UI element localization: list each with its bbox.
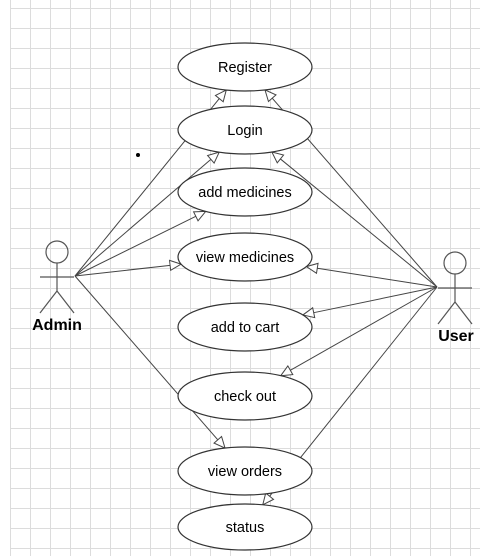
use-case-label: view medicines <box>196 250 294 266</box>
actor-head <box>45 240 69 264</box>
actor-head <box>443 251 467 275</box>
use-case-view-medicines: view medicines <box>177 232 313 282</box>
association-admin-view-orders <box>74 275 226 450</box>
use-case-label: Login <box>227 123 262 139</box>
actor-leg-right <box>454 301 473 325</box>
use-case-ellipse <box>177 105 313 155</box>
association-user-view-medicines <box>305 262 438 288</box>
use-case-register: Register <box>177 42 313 92</box>
association-user-check-out <box>279 286 438 377</box>
use-case-ellipse <box>177 302 313 352</box>
association-line <box>74 215 197 277</box>
association-admin-view-medicines <box>74 259 183 277</box>
arrowhead <box>168 259 183 272</box>
association-line <box>313 286 438 314</box>
arrowhead <box>214 89 228 103</box>
arrowhead <box>279 365 294 377</box>
use-case-ellipse <box>177 42 313 92</box>
use-case-status: status <box>177 503 313 551</box>
association-line <box>290 286 438 371</box>
arrowhead <box>261 492 275 506</box>
association-line <box>74 275 219 441</box>
use-case-login: Login <box>177 105 313 155</box>
use-case-ellipse <box>177 371 313 421</box>
use-case-ellipse <box>177 167 313 217</box>
use-case-label: add to cart <box>211 320 280 336</box>
admin-actor: Admin <box>32 240 82 334</box>
use-case-label: Register <box>218 60 272 76</box>
association-line <box>74 264 171 277</box>
arrowhead <box>270 151 285 164</box>
actor-leg-left <box>39 290 58 314</box>
user-actor: User <box>437 251 474 345</box>
association-line <box>280 158 438 288</box>
actor-leg-right <box>56 290 75 314</box>
arrowhead <box>192 210 207 222</box>
arrowhead <box>264 88 277 103</box>
use-case-check-out: check out <box>177 371 313 421</box>
use-case-label: check out <box>214 389 276 405</box>
association-line <box>317 267 438 288</box>
association-admin-add-medicines <box>74 210 207 277</box>
arrowhead <box>213 435 226 450</box>
admin-actor-label: Admin <box>32 317 82 334</box>
association-user-add-to-cart <box>301 286 438 319</box>
stray-dot <box>136 153 140 157</box>
use-case-ellipse <box>177 503 313 551</box>
arrowhead <box>206 151 221 165</box>
use-case-add-to-cart: add to cart <box>177 302 313 352</box>
use-case-label: view orders <box>208 464 282 480</box>
actor-leg-left <box>437 301 456 325</box>
association-user-login <box>270 151 438 288</box>
use-case-ellipse <box>177 446 313 496</box>
use-case-label: add medicines <box>198 185 292 201</box>
use-case-view-orders: view orders <box>177 446 313 496</box>
user-actor-label: User <box>438 328 474 345</box>
use-case-ellipse <box>177 232 313 282</box>
arrowhead <box>305 262 319 275</box>
use-case-label: status <box>226 520 265 536</box>
use-case-add-medicines: add medicines <box>177 167 313 217</box>
arrowhead <box>301 306 316 319</box>
